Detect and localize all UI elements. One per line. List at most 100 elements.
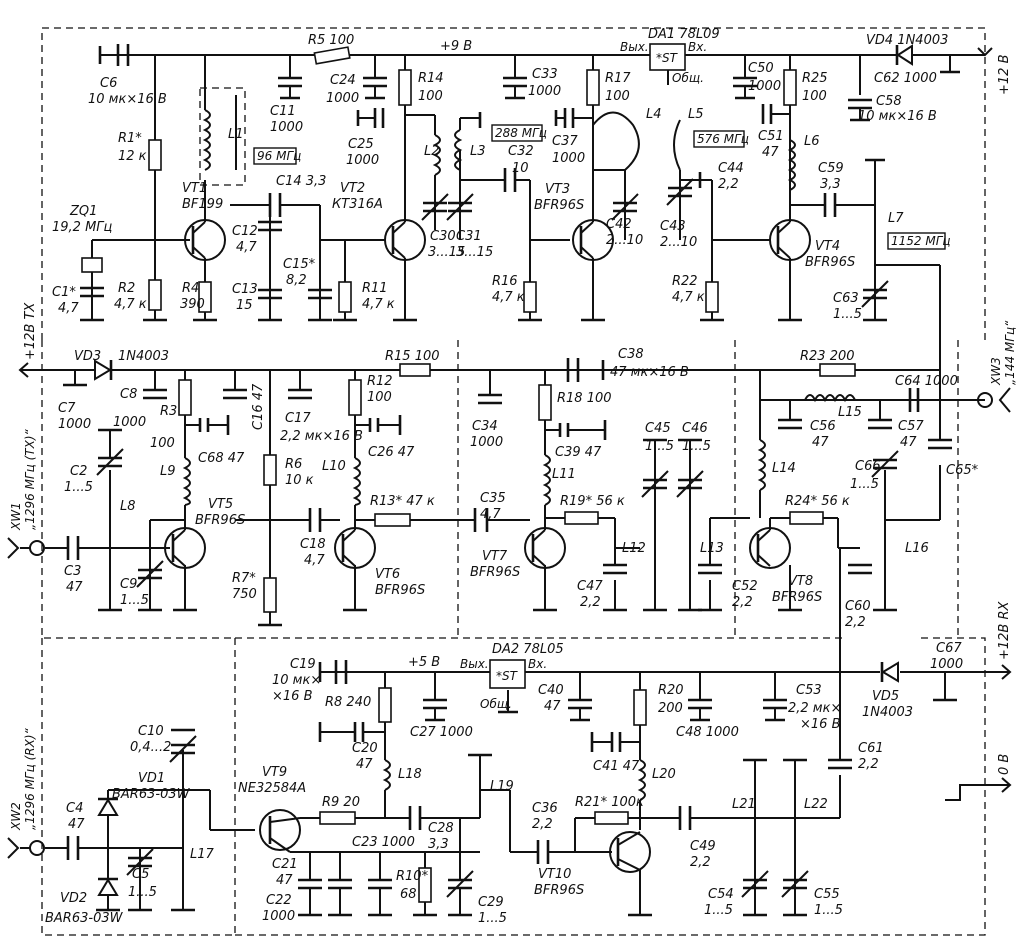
- tx-module-wires: [20, 369, 985, 760]
- l13-label: L13: [700, 541, 724, 556]
- r5-label: R5 100: [308, 33, 354, 48]
- r10-val: 68: [400, 887, 417, 902]
- c21-val: 47: [276, 873, 293, 888]
- r2-ref: R2: [118, 281, 135, 296]
- r24-label: R24* 56 к: [785, 494, 850, 509]
- c36-ref: C36: [532, 801, 558, 816]
- rx-module-wires: [20, 671, 1010, 915]
- c58-val: 10 мк×16 В: [858, 109, 937, 124]
- r23-label: R23 200: [800, 349, 855, 364]
- c19-val1: 10 мк×: [272, 673, 321, 688]
- r3-val: 100: [150, 436, 175, 451]
- c41-label: C41 47: [593, 759, 640, 774]
- r18-label: R18 100: [557, 391, 612, 406]
- c50-val: 1000: [748, 79, 781, 94]
- l20-label: L20: [652, 767, 676, 782]
- vt10-ref: VT10: [538, 867, 571, 882]
- c16-label: C16 47: [251, 383, 266, 430]
- freq-576-label: 576 МГц: [697, 132, 749, 146]
- vt1-val: BF199: [182, 197, 223, 212]
- vt4-val: BFR96S: [805, 255, 855, 270]
- vt9-val: NE32584A: [238, 781, 306, 796]
- top-module-parts: [80, 43, 993, 322]
- zq1-val: 19,2 МГц: [52, 220, 113, 235]
- l19-label: L19: [490, 779, 514, 794]
- c60-ref: C60: [845, 599, 871, 614]
- c42-val: 2...10: [606, 233, 643, 248]
- c5-ref: C5: [132, 867, 149, 882]
- da1-gnd-label: Общ.: [672, 71, 704, 85]
- l22-label: L22: [804, 797, 828, 812]
- vd3-ref: VD3: [74, 349, 101, 364]
- vd5-ref: VD5: [872, 689, 899, 704]
- vd3-val: 1N4003: [118, 349, 169, 364]
- l2-label: L2: [424, 144, 440, 159]
- vt4-ref: VT4: [815, 239, 840, 254]
- c44-ref: C44: [718, 161, 744, 176]
- c25-ref: C25: [348, 137, 374, 152]
- vt6-val: BFR96S: [375, 583, 425, 598]
- r22-ref: R22: [672, 274, 698, 289]
- c42-ref: C42: [606, 217, 632, 232]
- c31-ref: C31: [456, 229, 482, 244]
- r13-label: R13* 47 к: [370, 494, 435, 509]
- c23-label: C23 1000: [352, 835, 415, 850]
- xw3-note: „144 МГц“: [1003, 320, 1017, 385]
- c19-val2: ×16 В: [272, 689, 313, 704]
- l16-label: L16: [905, 541, 929, 556]
- c26-label: C26 47: [368, 445, 415, 460]
- vd2-val: BAR63-03W: [45, 911, 124, 926]
- c47-val: 2,2: [580, 595, 601, 610]
- vd4-label: VD4 1N4003: [866, 33, 948, 48]
- tx-module-parts: [7, 358, 1011, 627]
- vd2-ref: VD2: [60, 891, 87, 906]
- c1-val: 4,7: [58, 301, 79, 316]
- c7-ref: C7: [58, 401, 76, 416]
- c68-label: C68 47: [198, 451, 245, 466]
- c37-ref: C37: [552, 134, 578, 149]
- gnd-label: 0 В: [997, 754, 1012, 775]
- r20-val: 200: [658, 701, 683, 716]
- c58-ref: C58: [876, 94, 902, 109]
- c1-ref: C1*: [52, 285, 76, 300]
- c29-ref: C29: [478, 895, 504, 910]
- l4-label: L4: [646, 107, 662, 122]
- c4-ref: C4: [66, 801, 83, 816]
- c4-val: 47: [68, 817, 85, 832]
- c60-val: 2,2: [845, 615, 866, 630]
- c47-ref: C47: [577, 579, 603, 594]
- c33-val: 1000: [528, 84, 561, 99]
- c56-val: 47: [812, 435, 829, 450]
- c15-val: 8,2: [286, 273, 307, 288]
- r16-ref: R16: [492, 274, 518, 289]
- rx-module-parts: [7, 659, 1012, 917]
- c9-ref: C9: [120, 577, 137, 592]
- c12-val: 4,7: [236, 240, 257, 255]
- c8-ref: C8: [120, 387, 137, 402]
- c11-val: 1000: [270, 120, 303, 135]
- l9-label: L9: [160, 464, 176, 479]
- c56-ref: C56: [810, 419, 836, 434]
- c43-val: 2...10: [660, 235, 697, 250]
- r11-ref: R11: [362, 281, 388, 296]
- c17-val: 2,2 мк×16 В: [280, 429, 363, 444]
- c61-val: 2,2: [858, 757, 879, 772]
- vt5-ref: VT5: [208, 497, 233, 512]
- c53-val2: ×16 В: [800, 717, 841, 732]
- c57-ref: C57: [898, 419, 924, 434]
- r19-label: R19* 56 к: [560, 494, 625, 509]
- c22-val: 1000: [262, 909, 295, 924]
- vt3-ref: VT3: [545, 182, 570, 197]
- vt5-val: BFR96S: [195, 513, 245, 528]
- c39-label: C39 47: [555, 445, 602, 460]
- vt7-ref: VT7: [482, 549, 508, 564]
- c2-ref: C2: [70, 464, 87, 479]
- labels: +9 В DA1 78L09 Вых. Вх. *ST Общ. +12 В +…: [9, 27, 1017, 926]
- c36-val: 2,2: [532, 817, 553, 832]
- module-borders: [41, 27, 986, 936]
- out-12v-rx-label: +12В RX: [997, 600, 1012, 660]
- l14-label: L14: [772, 461, 796, 476]
- c61-ref: C61: [858, 741, 884, 756]
- c33-ref: C33: [532, 67, 558, 82]
- c13-ref: C13: [232, 282, 258, 297]
